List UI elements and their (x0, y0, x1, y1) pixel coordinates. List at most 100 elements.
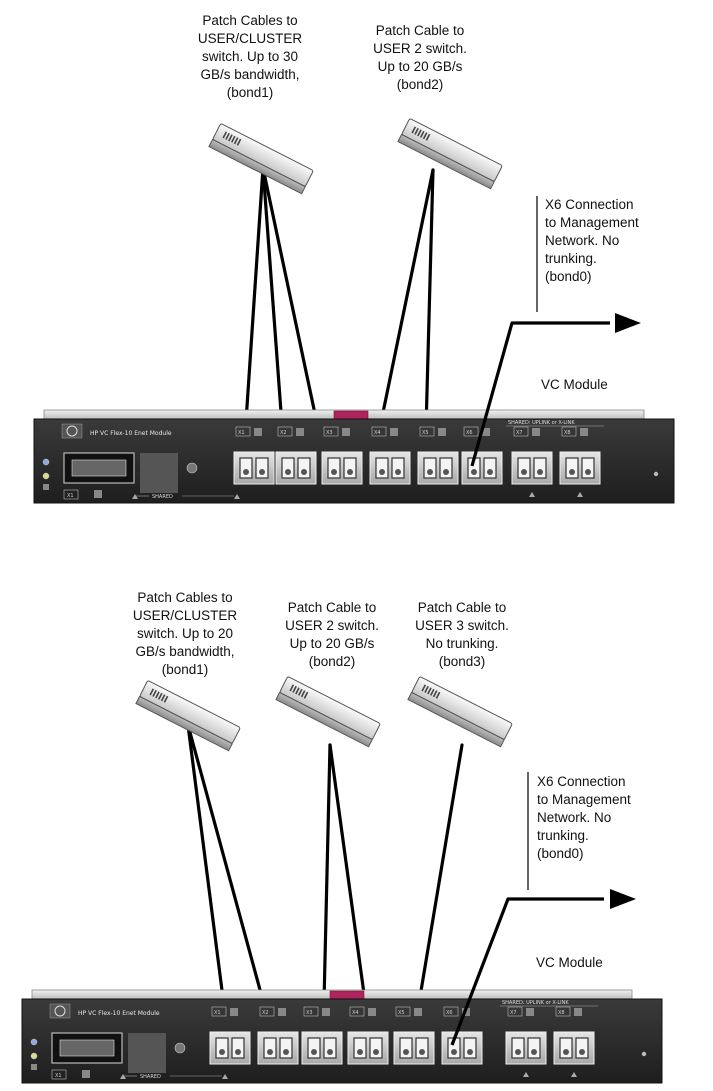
bottom-switch-user-cluster (135, 680, 241, 752)
switch-vent (411, 126, 417, 134)
port-lane (327, 457, 341, 479)
triangle-marker-icon (234, 494, 240, 499)
port-pin (373, 1049, 379, 1055)
port-pin (515, 1049, 521, 1055)
callout-line: (bond2) (396, 77, 444, 92)
port-led (342, 428, 350, 436)
port-tag-box (371, 426, 387, 437)
port-tag-box (513, 426, 529, 437)
callout-line: (bond3) (438, 654, 486, 669)
port-pin (379, 469, 385, 475)
led-icon (42, 458, 50, 466)
port-tag-box (303, 1006, 319, 1017)
switch-vent (427, 687, 432, 695)
port-led (278, 1008, 286, 1016)
port-tag-label: X7 (510, 1010, 517, 1016)
port-led (390, 428, 398, 436)
port-lane (231, 1037, 245, 1059)
arrowhead-icon (615, 313, 641, 333)
port-lane (439, 457, 453, 479)
port-pin (283, 1049, 289, 1055)
port-pin (443, 469, 449, 475)
port-pin (285, 469, 291, 475)
shared-uplink-label: SHARED: UPLINK or X-LINK (502, 1000, 569, 1006)
port-pin (487, 469, 493, 475)
sfp-port: X5 (417, 426, 459, 485)
port-lane (559, 1037, 573, 1059)
cx4-port-inner (71, 459, 127, 477)
port-tag-label: X5 (398, 1010, 405, 1016)
reset-button-icon (186, 462, 198, 474)
switch-vent (222, 131, 228, 139)
triangle-marker-icon (571, 1072, 577, 1077)
switch-vent (432, 690, 438, 698)
callout-line: trunking. (545, 251, 597, 266)
port-tag-label: X6 (466, 430, 473, 436)
port-pin (531, 1049, 537, 1055)
callout-line: (bond1) (226, 85, 274, 100)
sfp-port: X3 (321, 426, 363, 485)
led-icon (30, 1038, 38, 1046)
port-pin (301, 469, 307, 475)
port-tag-label: X2 (262, 1010, 269, 1016)
port-tag-label: X1 (214, 1010, 221, 1016)
top-bond2-callout: Patch Cable to USER 2 switch. Up to 20 G… (365, 22, 475, 94)
port-pin (311, 1049, 317, 1055)
bottom-bond1-callout: Patch Cables to USER/CLUSTER switch. Up … (115, 589, 255, 679)
port-tag-box (259, 1006, 275, 1017)
port-tag-label: X6 (446, 1010, 453, 1016)
screw-icon (641, 1051, 647, 1057)
hp-logo-icon (49, 1003, 71, 1019)
callout-line: USER 2 switch. (373, 41, 467, 56)
callout-line: Patch Cable to (375, 23, 465, 38)
port-tag-label: X1 (55, 1073, 62, 1079)
switch-vent (292, 685, 297, 693)
switch-vent (295, 687, 300, 695)
switch-vent (303, 691, 309, 699)
switch-vent (417, 129, 422, 137)
switch-vent (157, 692, 163, 700)
port-lane (415, 1037, 429, 1059)
port-tag-label: X7 (516, 430, 523, 436)
sfp-port: X5 (393, 1006, 435, 1065)
hp-logo-mark (54, 1005, 66, 1017)
port-led (438, 428, 446, 436)
shared-port-slot (140, 453, 178, 493)
port-tag-label: X4 (374, 430, 381, 436)
port-pin (427, 469, 433, 475)
port-tag-label: X1 (67, 493, 74, 499)
callout-line: Network. No (545, 233, 620, 248)
management-cable (470, 321, 610, 467)
switch-side-face (407, 691, 505, 748)
port-led (254, 428, 262, 436)
port-pin (243, 469, 249, 475)
port-led (322, 1008, 330, 1016)
callout-line: X6 Connection (537, 774, 626, 789)
port-lane (323, 1037, 337, 1059)
led-icon (31, 1064, 37, 1070)
port-lane (565, 457, 579, 479)
port-pin (579, 1049, 585, 1055)
callout-line: Patch Cable to (287, 600, 377, 615)
callout-line: (bond1) (161, 662, 209, 677)
port-pin (327, 1049, 333, 1055)
port-tag-box (443, 1006, 459, 1017)
callout-line: Patch Cable to (417, 600, 507, 615)
port-lane (343, 457, 357, 479)
port-pin (347, 469, 353, 475)
port-pin (219, 1049, 225, 1055)
switch-vent (236, 138, 242, 146)
callout-line: X6 Connection (545, 197, 634, 212)
triangle-marker-icon (577, 492, 583, 497)
top-mgmt-callout: X6 Connection to Management Network. No … (545, 196, 695, 286)
switch-vent (297, 688, 303, 696)
callout-line: Up to 20 GB/s (289, 636, 375, 651)
switch-vent (289, 684, 295, 692)
switch-vent (419, 130, 425, 138)
port-tag-box (63, 489, 79, 500)
port-led (532, 428, 540, 436)
port-lane (263, 1037, 277, 1059)
port-pin (331, 469, 337, 475)
switch-vent (155, 691, 160, 699)
